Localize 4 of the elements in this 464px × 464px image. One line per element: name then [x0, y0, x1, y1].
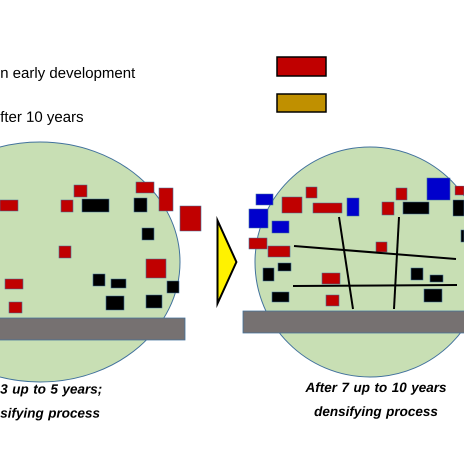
node-label: After 7 up to 10 years densifying process — [305, 382, 446, 419]
legend-text: fter 10 years — [0, 111, 83, 125]
node-label: 3 up to 5 years; sifying process — [0, 384, 102, 420]
legend-text: n early development — [1, 67, 136, 81]
